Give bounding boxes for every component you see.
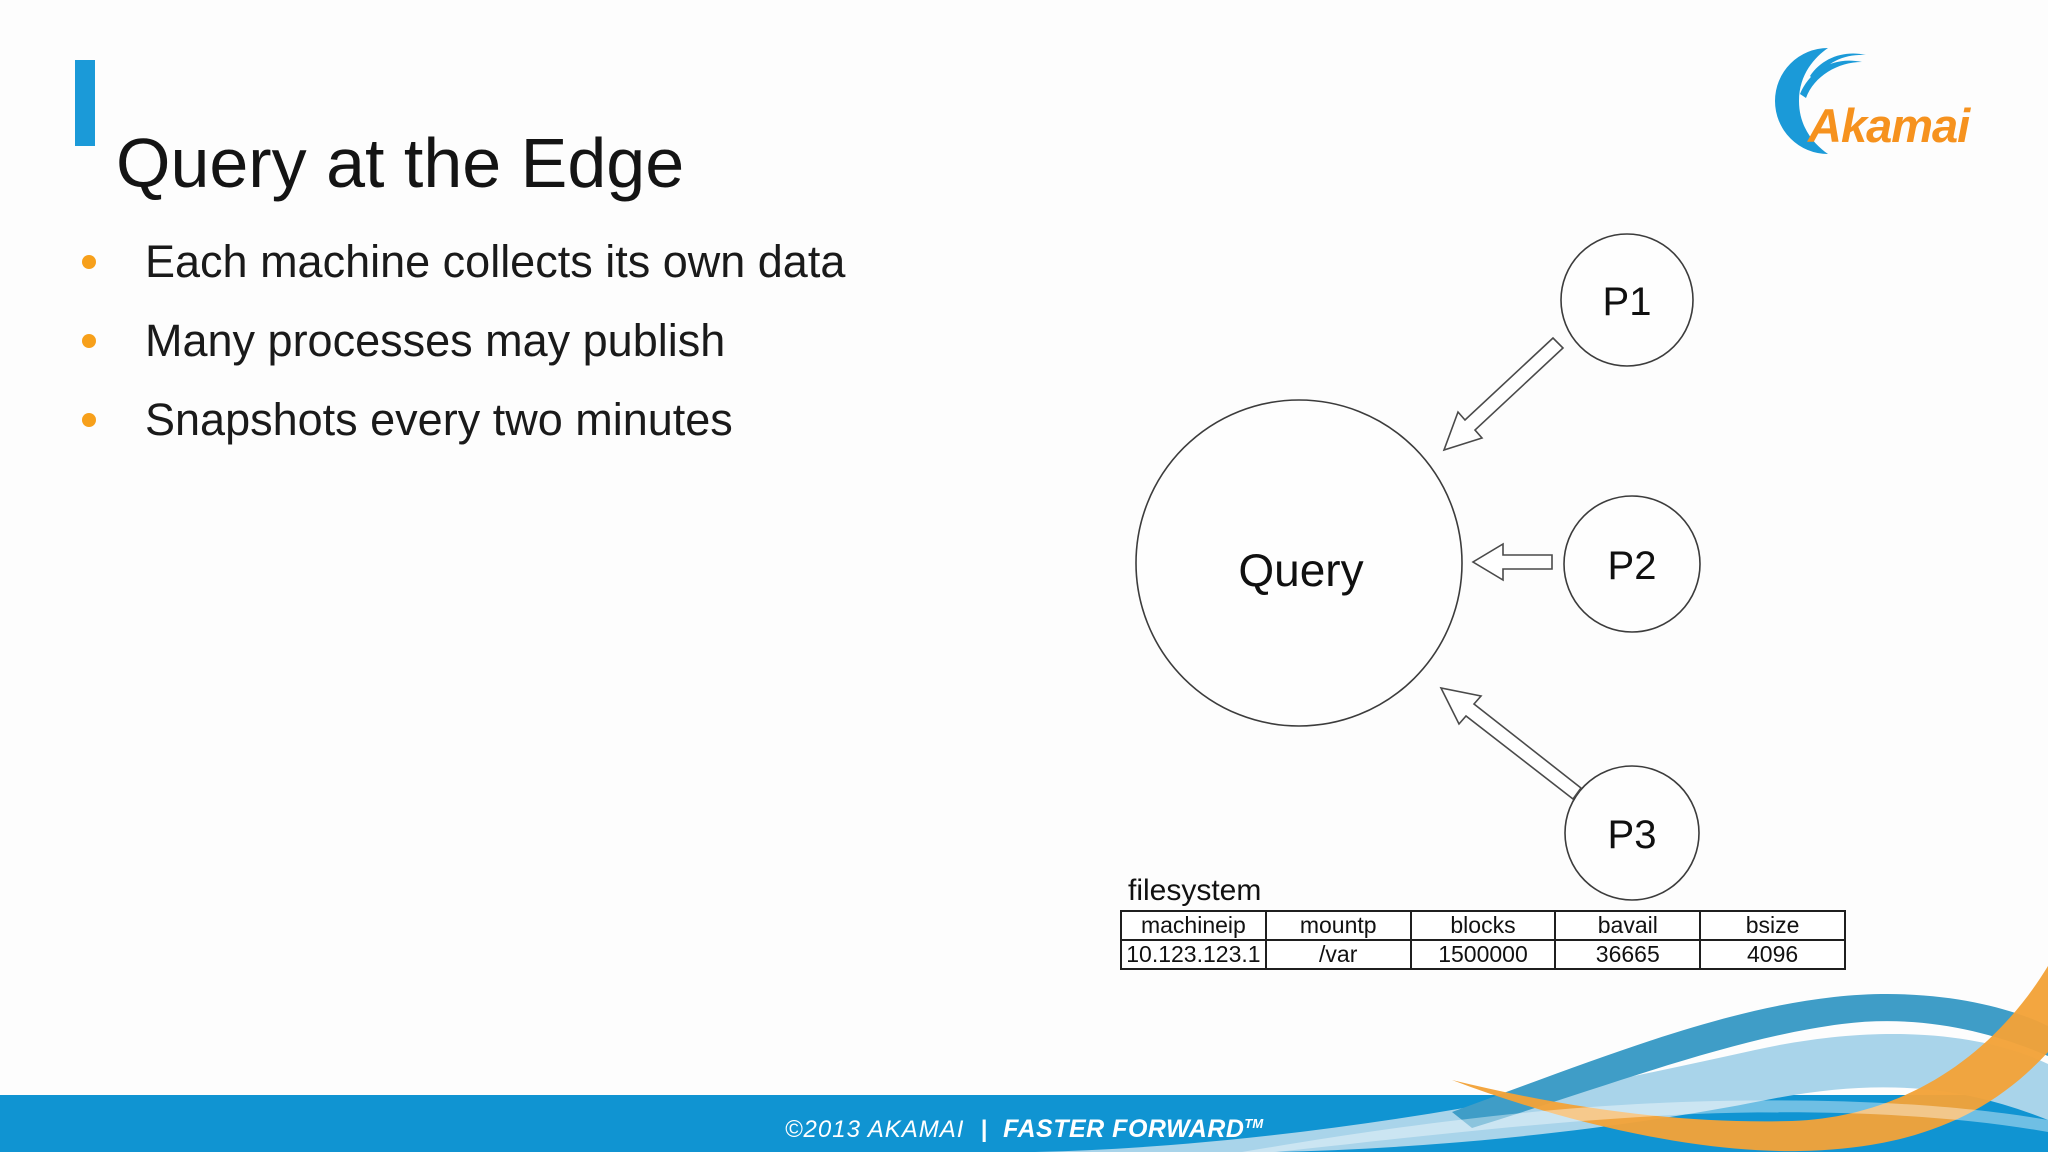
logo-wordmark: Akamai (1808, 99, 1970, 152)
p1-label: P1 (1603, 280, 1652, 324)
footer-trademark: TM (1244, 1116, 1264, 1131)
table-row: 10.123.123.1 /var 1500000 36665 4096 (1120, 939, 1846, 970)
bullet-item: Many processes may publish (82, 301, 845, 380)
footer-copyright: ©2013 AKAMAI (784, 1116, 965, 1143)
bullet-list: Each machine collects its own data Many … (82, 222, 845, 459)
arrow-p3-to-query-icon (1439, 686, 1583, 801)
cell-bsize: 4096 (1699, 939, 1846, 970)
bullet-item: Snapshots every two minutes (82, 380, 845, 459)
title-accent-bar (75, 60, 95, 146)
p3-label: P3 (1608, 813, 1657, 857)
table-header-row: machineip mountp blocks bavail bsize (1120, 910, 1846, 941)
query-label: Query (1238, 544, 1363, 596)
col-bavail: bavail (1554, 910, 1702, 941)
bullet-item: Each machine collects its own data (82, 222, 845, 301)
col-bsize: bsize (1699, 910, 1846, 941)
bullet-dot-icon (82, 333, 96, 348)
footer-separator: | (980, 1116, 988, 1143)
cell-blocks: 1500000 (1409, 939, 1557, 970)
query-circle (1135, 399, 1463, 727)
p2-label: P2 (1608, 544, 1657, 588)
logo-swirl-icon (1775, 48, 1866, 154)
p2-circle (1563, 495, 1701, 633)
arrow-p1-to-query-icon (1442, 336, 1565, 452)
cell-machineip: 10.123.123.1 (1120, 939, 1267, 970)
footer-text: ©2013 AKAMAI | FASTER FORWARDTM (0, 1108, 2048, 1146)
footer-tagline: FASTER FORWARD (1003, 1115, 1245, 1143)
bullet-text: Snapshots every two minutes (145, 393, 733, 445)
col-mountp: mountp (1264, 910, 1412, 941)
bullet-text: Many processes may publish (145, 314, 726, 366)
col-machineip: machineip (1120, 910, 1267, 941)
filesystem-table: machineip mountp blocks bavail bsize 10.… (1120, 910, 1846, 970)
bullet-dot-icon (82, 412, 96, 427)
akamai-logo: Akamai (1766, 46, 2006, 158)
p1-circle (1560, 233, 1694, 367)
bullet-text: Each machine collects its own data (145, 235, 846, 287)
cell-bavail: 36665 (1554, 939, 1702, 970)
cell-mountp: /var (1264, 939, 1412, 970)
bullet-dot-icon (82, 254, 96, 269)
filesystem-caption: filesystem (1128, 874, 1262, 907)
p3-circle (1564, 765, 1700, 901)
col-blocks: blocks (1409, 910, 1557, 941)
arrow-p2-to-query-icon (1471, 542, 1553, 582)
page-title: Query at the Edge (116, 123, 685, 202)
